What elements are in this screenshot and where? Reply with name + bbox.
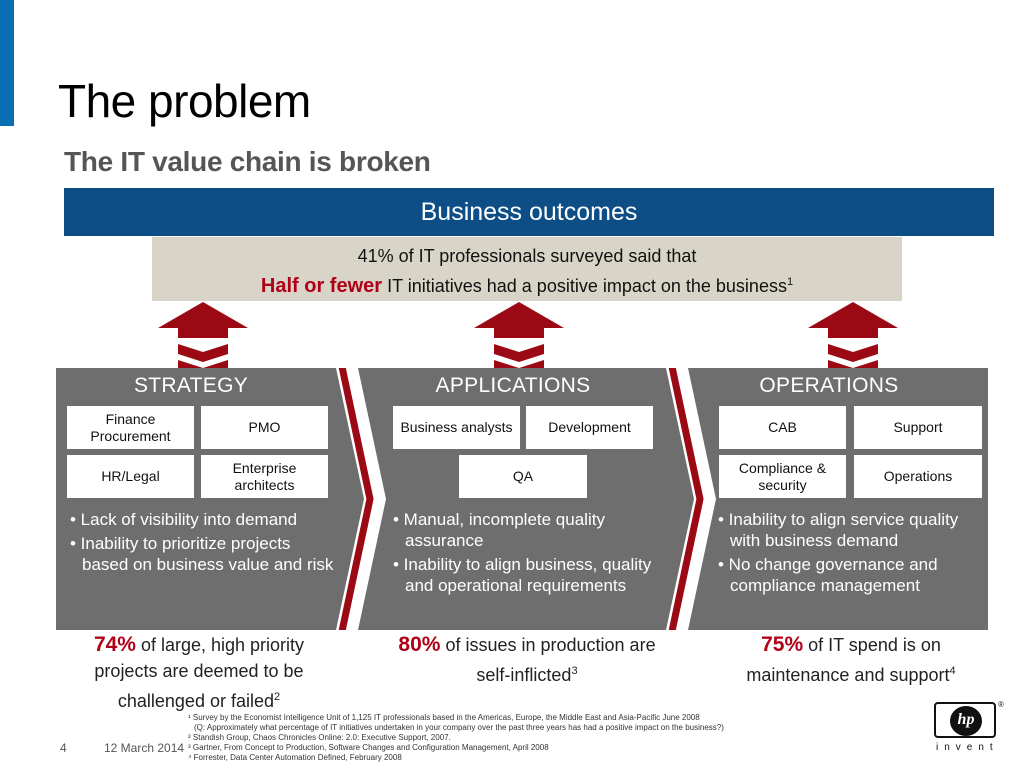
footnotes: ¹ Survey by the Economist Intelligence U… (188, 713, 724, 763)
footnote-ref-4: 4 (949, 665, 956, 677)
survey-callout: 41% of IT professionals surveyed said th… (152, 237, 902, 301)
cell-finance-procurement: Finance Procurement (67, 406, 194, 449)
list-item: • No change governance and compliance ma… (718, 555, 938, 595)
cell-hr-legal: HR/Legal (67, 455, 194, 498)
slide-title: The problem (58, 75, 311, 127)
survey-line-2: Half or fewer IT initiatives had a posit… (152, 269, 902, 299)
footnote-ref-2: 2 (274, 691, 281, 703)
footnote-2: ² Standish Group, Chaos Chronicles Onlin… (188, 733, 451, 742)
registered-mark: ® (998, 700, 1004, 709)
panel-title-operations: OPERATIONS (759, 374, 899, 397)
up-arrow-icon (474, 302, 564, 374)
left-accent-gap (0, 126, 14, 129)
cell-development: Development (526, 406, 653, 449)
hp-logo-mark: hp (950, 706, 982, 736)
applications-bullets: • Manual, incomplete quality assurance •… (393, 509, 658, 599)
list-item: • Inability to align business, quality a… (393, 555, 652, 595)
list-item: • Manual, incomplete quality assurance (393, 510, 605, 550)
footnote-4: ⁴ Forrester, Data Center Automation Defi… (188, 753, 402, 762)
panel-title-strategy: STRATEGY (133, 374, 249, 397)
page-number: 4 (60, 741, 67, 755)
footnote-1: ¹ Survey by the Economist Intelligence U… (188, 713, 700, 722)
panel-title-applications: APPLICATIONS (435, 374, 591, 397)
cell-business-analysts: Business analysts (393, 406, 520, 449)
list-item: • Inability to align service quality wit… (718, 510, 959, 550)
chevron-divider-icon (338, 368, 374, 630)
up-arrow-icon (158, 302, 248, 374)
slide-subtitle: The IT value chain is broken (64, 146, 431, 177)
left-accent-bar (0, 0, 14, 128)
list-item: • Lack of visibility into demand (70, 510, 298, 529)
hp-tagline: invent (936, 742, 999, 753)
survey-line-1: 41% of IT professionals surveyed said th… (357, 246, 697, 266)
footnote-3: ³ Gartner, From Concept to Production, S… (188, 743, 549, 752)
cell-qa: QA (459, 455, 587, 498)
stat-strategy: 74% of large, high priority projects are… (68, 632, 330, 714)
cell-support: Support (854, 406, 982, 449)
up-arrow-icon (808, 302, 898, 374)
stat-percent: 75% (761, 633, 804, 656)
cell-cab: CAB (719, 406, 846, 449)
strategy-bullets: • Lack of visibility into demand • Inabi… (70, 509, 340, 578)
stat-applications: 80% of issues in production are self-inf… (396, 632, 658, 688)
survey-highlight: Half or fewer (260, 275, 383, 297)
slide-date: 12 March 2014 (104, 741, 185, 755)
cell-operations: Operations (854, 455, 982, 498)
hp-logo-icon: hp (934, 702, 996, 738)
stat-text: of IT spend is on maintenance and suppor… (746, 635, 950, 685)
stat-text: of large, high priority projects are dee… (94, 635, 305, 711)
stat-operations: 75% of IT spend is on maintenance and su… (720, 632, 982, 688)
survey-line-2-text: IT initiatives had a positive impact on … (382, 276, 787, 296)
stat-percent: 74% (93, 633, 136, 656)
business-outcomes-bar: Business outcomes (64, 188, 994, 236)
chevron-divider-icon (668, 368, 704, 630)
footnote-1-question: (Q: Approximately what percentage of IT … (194, 723, 724, 732)
cell-pmo: PMO (201, 406, 328, 449)
stat-percent: 80% (398, 633, 441, 656)
list-item: • Inability to prioritize projects based… (70, 534, 334, 574)
operations-bullets: • Inability to align service quality wit… (718, 509, 986, 599)
cell-enterprise-architects: Enterprise architects (201, 455, 328, 498)
footnote-ref-3: 3 (571, 665, 578, 677)
stat-text: of issues in production are self-inflict… (440, 635, 656, 685)
footnote-ref-1: 1 (786, 276, 794, 288)
cell-compliance-security: Compliance & security (719, 455, 846, 498)
